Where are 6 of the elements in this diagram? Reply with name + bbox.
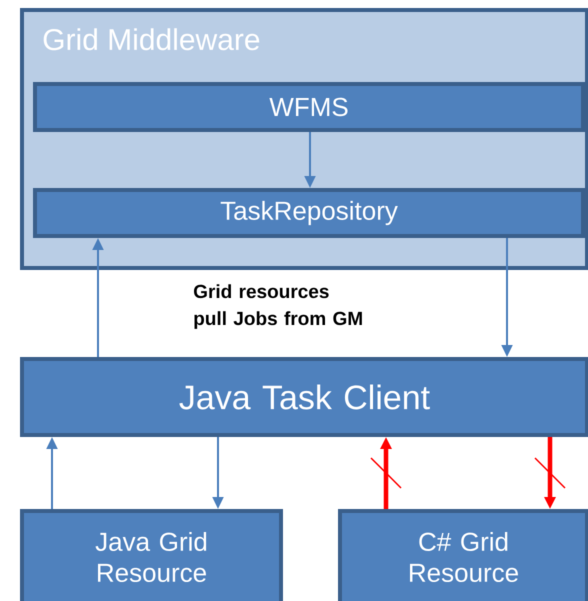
process-box: TaskRepository bbox=[33, 188, 585, 238]
process-box: Java Task Client bbox=[20, 357, 588, 437]
resource-box: Java Grid Resource bbox=[20, 509, 283, 601]
note: Grid resources pull Jobs from GM bbox=[194, 284, 362, 329]
resource-box: C# Grid Resource bbox=[338, 509, 588, 601]
process-box: WFMS bbox=[33, 82, 585, 132]
